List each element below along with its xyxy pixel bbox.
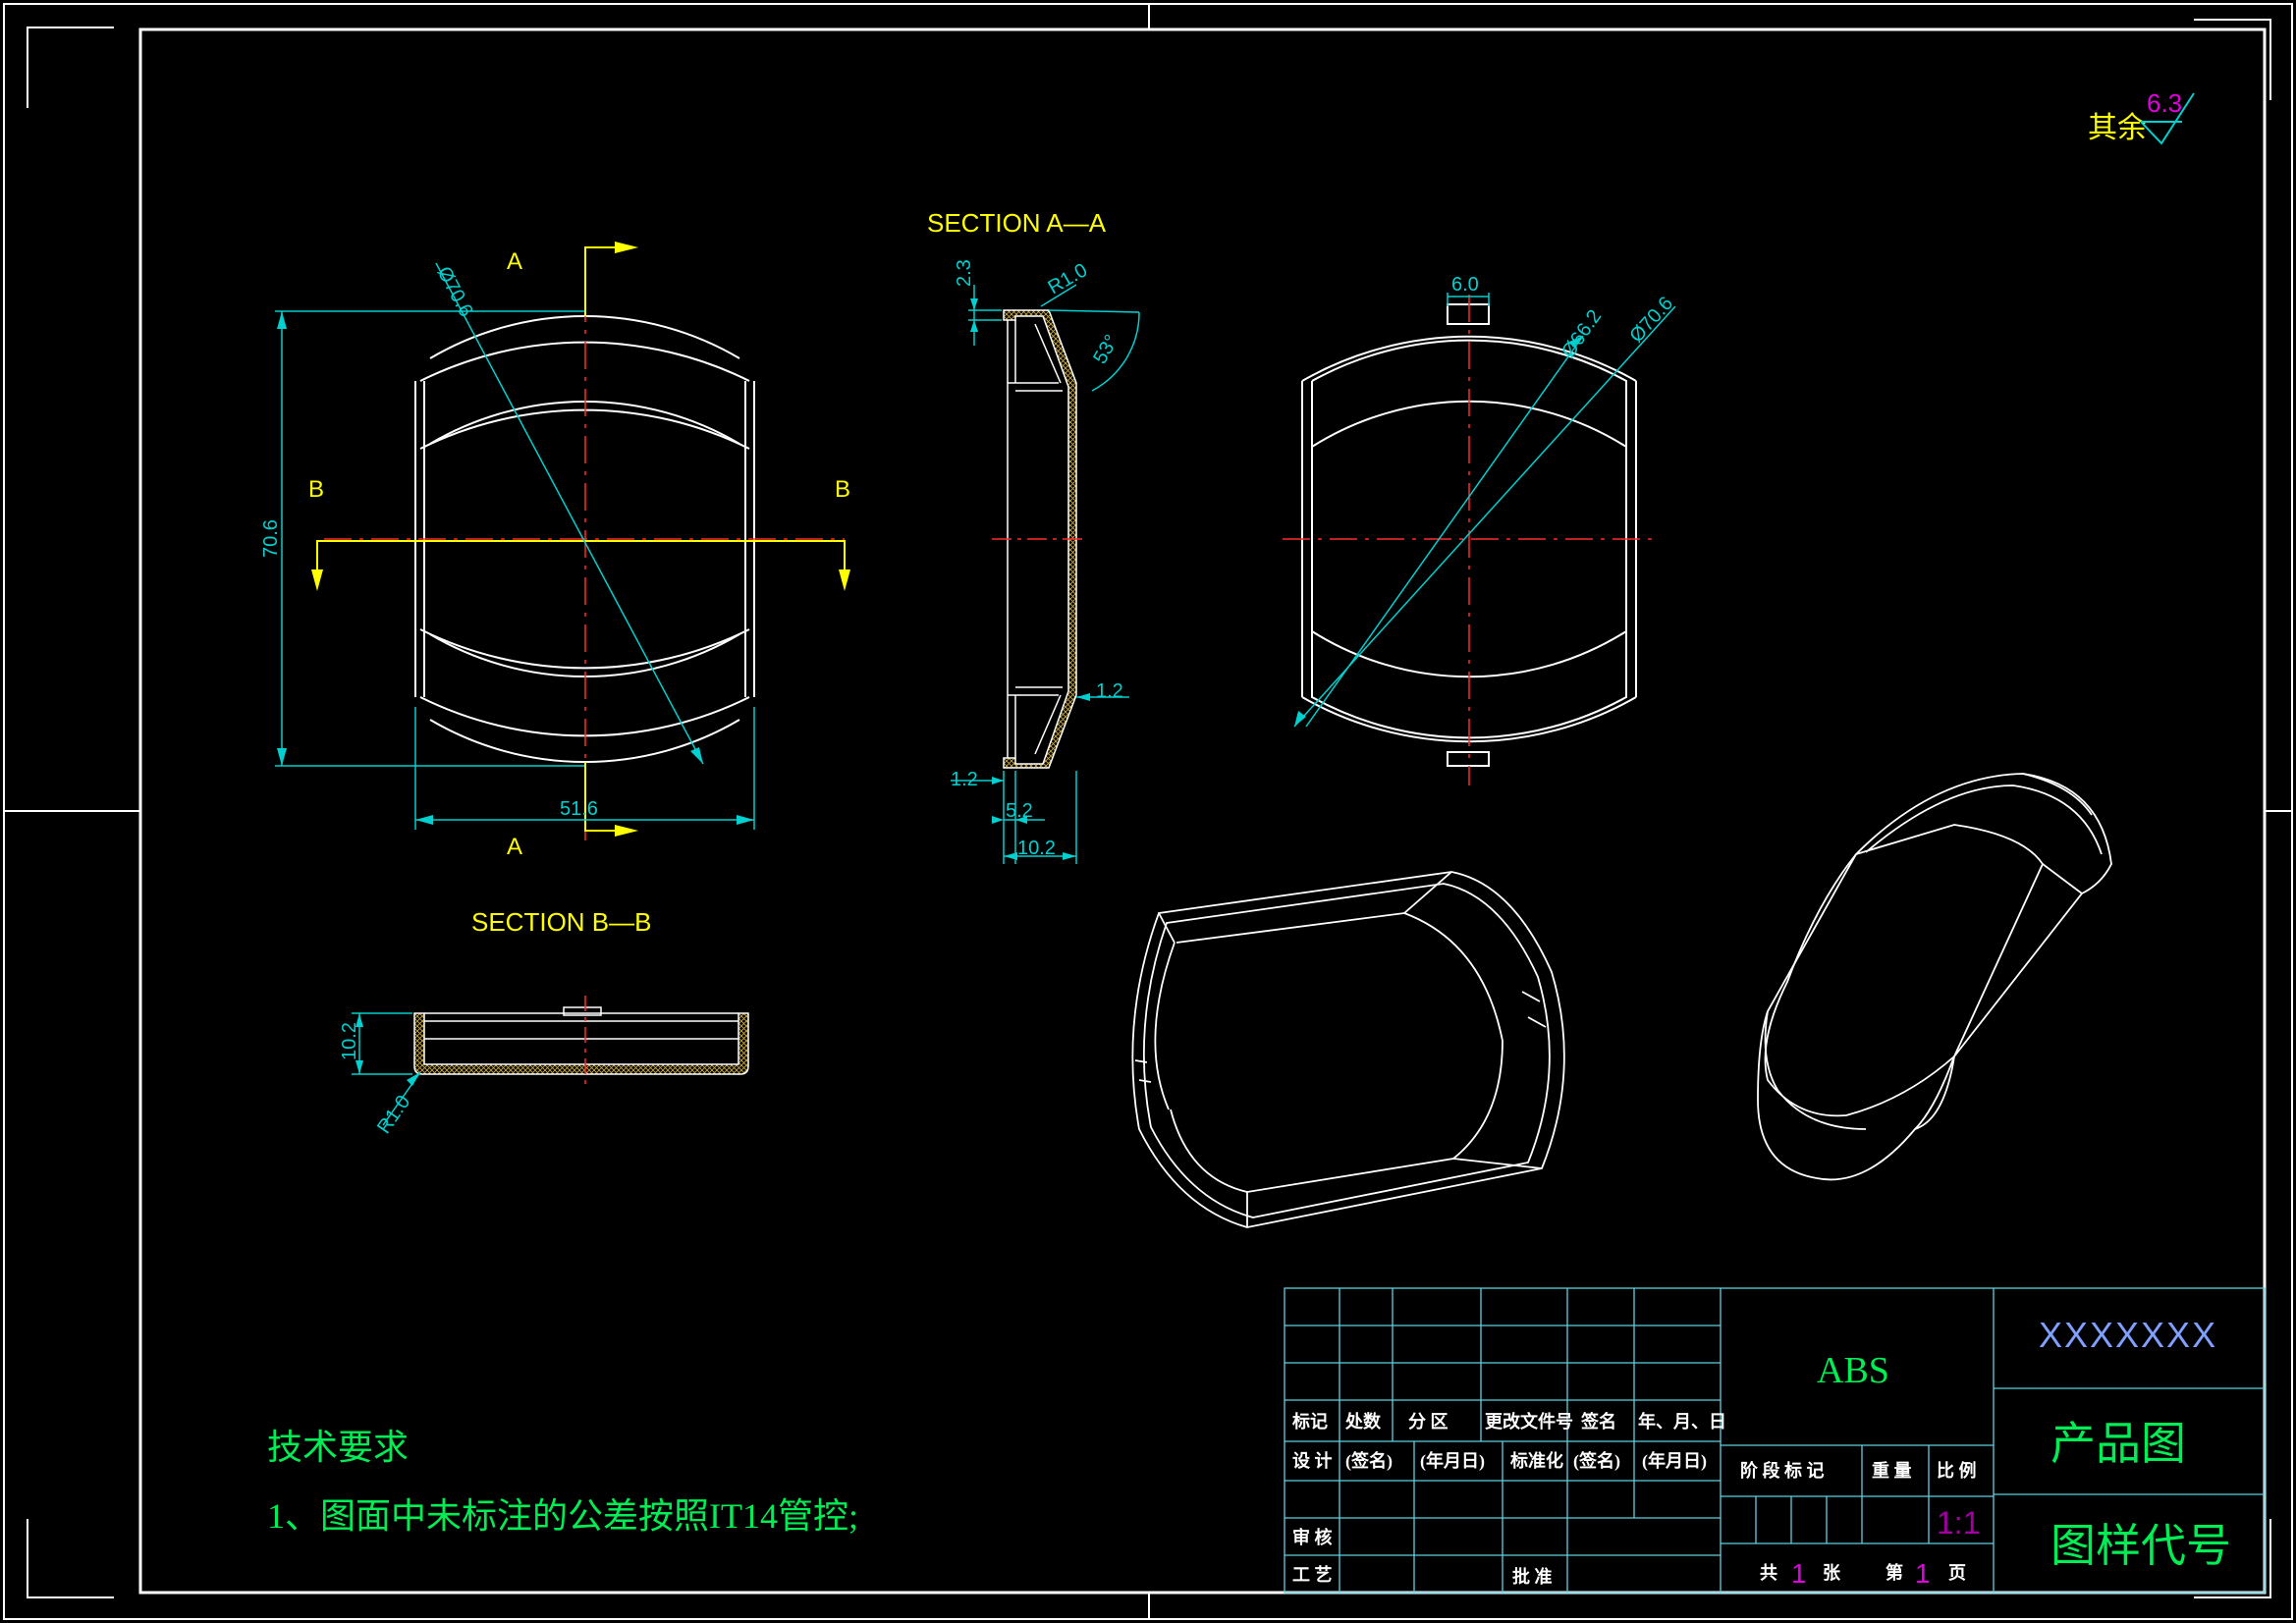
tb-design-sign: (签名)	[1345, 1450, 1393, 1472]
tb-design-date: (年月日)	[1420, 1450, 1485, 1472]
dim-aa-total: 10.2	[1017, 838, 1056, 859]
tb-design-label: 设 计	[1292, 1450, 1333, 1471]
section-bb-view: SECTION B—B 10.2 R1.0	[339, 907, 749, 1138]
tb-total-value: 1	[1791, 1558, 1807, 1589]
dim-aa-left: 1.2	[951, 769, 978, 790]
tb-total-unit: 张	[1823, 1563, 1841, 1583]
tb-standard-date: (年月日)	[1642, 1450, 1707, 1472]
roughness-label: 其余	[2088, 112, 2147, 144]
dim-aa-radius: R1.0	[1045, 259, 1092, 298]
dim-rear-d2: Ø70.6	[1625, 293, 1677, 347]
roughness-symbol: 其余 6.3	[2088, 88, 2195, 145]
section-mark-b-right: B	[835, 476, 850, 503]
tb-page-unit: 页	[1948, 1563, 1966, 1583]
front-view: A A B B Ø70.6 70.6 51.6	[260, 242, 850, 860]
tb-material: ABS	[1817, 1350, 1889, 1391]
tb-standard-label: 标准化	[1509, 1450, 1563, 1471]
dim-front-height: 70.6	[260, 519, 282, 558]
tb-weight-header: 重 量	[1872, 1460, 1912, 1481]
section-bb-title: SECTION B—B	[471, 907, 651, 937]
tb-header-date: 年、月、日	[1638, 1411, 1726, 1432]
tb-stage-header: 阶 段 标 记	[1740, 1460, 1825, 1481]
dim-front-width: 51.6	[560, 798, 598, 820]
tb-total-label: 共	[1760, 1563, 1777, 1583]
title-block: 标记 处数 分 区 更改文件号 签名 年、月、日 设 计 (签名) (年月日) …	[1284, 1287, 2266, 1594]
tb-sheet-label: 第	[1886, 1562, 1903, 1583]
technical-notes: 技术要求 1、图面中未标注的公差按照IT14管控;	[267, 1428, 858, 1536]
dim-aa-wall: 1.2	[1096, 680, 1123, 702]
tb-scale-header: 比 例	[1937, 1460, 1977, 1481]
section-mark-b-left: B	[308, 476, 324, 503]
tb-standard-sign: (签名)	[1573, 1450, 1620, 1472]
tb-scale-value: 1:1	[1937, 1505, 1980, 1541]
roughness-value: 6.3	[2147, 88, 2182, 118]
tb-drawing-code: 图样代号	[2050, 1521, 2231, 1571]
notes-line-1: 1、图面中未标注的公差按照IT14管控;	[267, 1496, 858, 1536]
section-bb-hatch	[413, 1012, 749, 1075]
tb-header-mark: 标记	[1291, 1411, 1328, 1432]
dim-bb-radius: R1.0	[373, 1092, 414, 1138]
tb-sheet-value: 1	[1915, 1558, 1931, 1589]
section-aa-view: SECTION A—A	[927, 208, 1140, 864]
dim-rear-d1: Ø66.2	[1558, 306, 1606, 362]
dim-rear-slot: 6.0	[1451, 274, 1479, 296]
tb-approve-label: 批 准	[1512, 1566, 1553, 1587]
tb-header-zone: 分 区	[1408, 1412, 1449, 1432]
isometric-view-open	[1131, 871, 1565, 1228]
tb-header-change-doc: 更改文件号	[1485, 1411, 1573, 1432]
dim-aa-top: 2.3	[954, 259, 975, 287]
section-mark-a-top: A	[507, 248, 522, 275]
rear-view: 6.0 Ø66.2 Ø70.6	[1283, 274, 1677, 785]
isometric-view-closed	[1757, 773, 2112, 1181]
dim-bb-height: 10.2	[339, 1022, 360, 1060]
tb-header-sign: 签名	[1580, 1411, 1616, 1432]
section-aa-hatch	[1003, 309, 1077, 769]
section-aa-title: SECTION A—A	[927, 208, 1107, 238]
roughness-check-icon	[2140, 92, 2195, 145]
tb-header-count: 处数	[1344, 1411, 1382, 1432]
section-mark-a-bottom: A	[507, 834, 522, 860]
dim-aa-angle: 53°	[1089, 331, 1122, 367]
tb-drawing-name: 产品图	[2050, 1419, 2186, 1469]
notes-title: 技术要求	[267, 1428, 409, 1467]
sheet-frame	[3, 3, 2293, 1620]
tb-review-label: 审 核	[1292, 1527, 1333, 1547]
tb-process-label: 工 艺	[1292, 1564, 1333, 1585]
tb-company: XXXXXXX	[2039, 1315, 2217, 1355]
dim-aa-mid: 5.2	[1006, 800, 1033, 822]
